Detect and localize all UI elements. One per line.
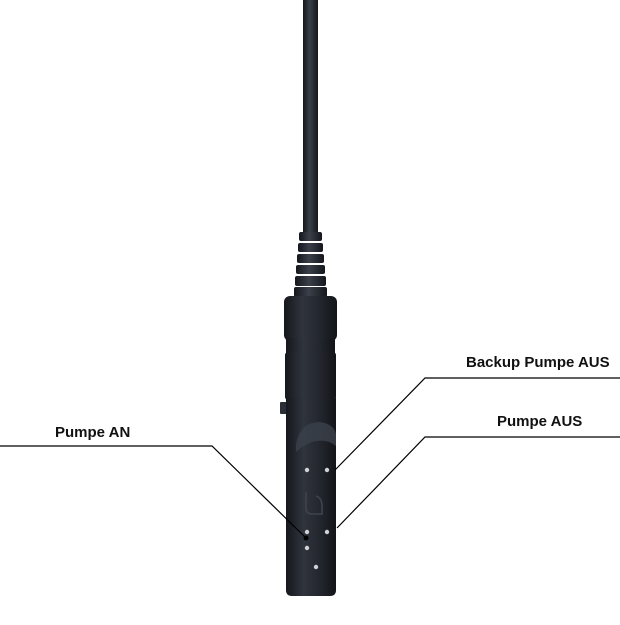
label-pump-off: Pumpe AUS bbox=[497, 413, 583, 430]
hand-logo-icon bbox=[305, 492, 323, 515]
mid-section bbox=[285, 352, 336, 400]
collar bbox=[284, 296, 337, 341]
finger-notch bbox=[296, 422, 336, 452]
contacts bbox=[304, 467, 330, 570]
strain-relief bbox=[294, 232, 327, 297]
label-backup-pump-off: Backup Pumpe AUS bbox=[466, 354, 610, 371]
leader-pump-off bbox=[336, 436, 620, 529]
cable bbox=[303, 0, 318, 240]
leader-pump-on bbox=[0, 445, 307, 539]
leader-lines bbox=[0, 377, 620, 539]
pointer-dot-pump-on bbox=[303, 535, 309, 541]
label-pump-on: Pumpe AN bbox=[55, 424, 131, 441]
leader-backup-pump-off bbox=[334, 377, 620, 471]
